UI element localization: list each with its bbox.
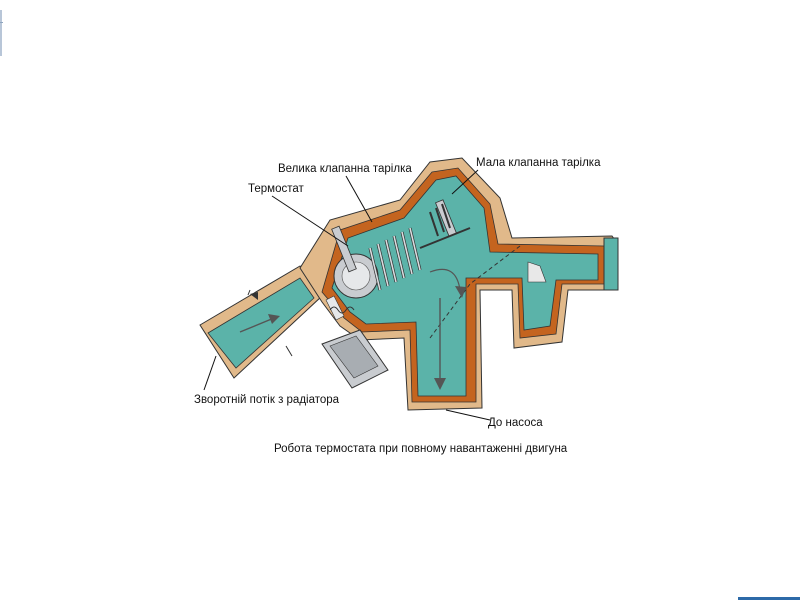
- label-large-valve-plate: Велика клапанна тарілка: [278, 163, 412, 175]
- label-to-pump: До насоса: [488, 417, 543, 429]
- slide-edge-tick: [0, 22, 3, 23]
- slide-edge-mark: [0, 10, 2, 56]
- label-return-flow: Зворотній потік з радіатора: [194, 394, 340, 406]
- slide-footer-bar: [738, 597, 800, 600]
- valve-assembly: [331, 199, 471, 299]
- leader-lines: [203, 169, 491, 421]
- inlet-pipe: [199, 265, 323, 379]
- temperature-sensor: [321, 295, 389, 389]
- pump-flow-arrow: [434, 378, 446, 390]
- diagram-caption: Робота термостата при повному навантажен…: [274, 443, 568, 455]
- label-small-valve-plate: Мала клапанна тарілка: [476, 157, 601, 169]
- label-thermostat: Термостат: [248, 183, 305, 195]
- inlet-flow-arrow: [268, 314, 280, 324]
- flow-arrows: [239, 268, 466, 390]
